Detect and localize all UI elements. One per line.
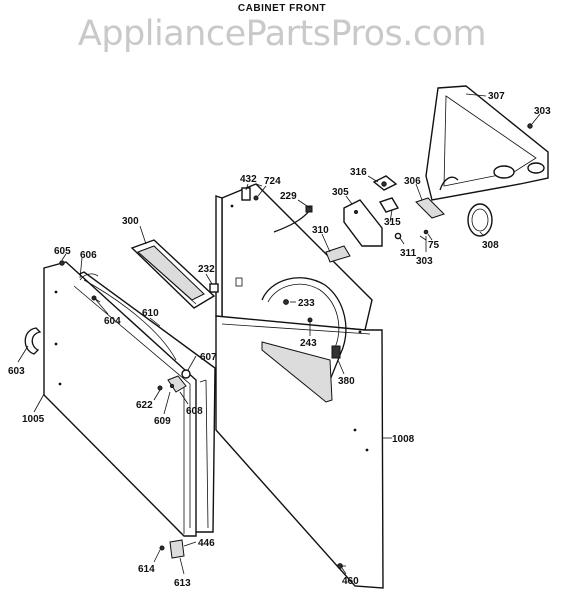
label-724: 724 — [264, 176, 281, 187]
label-446: 446 — [198, 538, 215, 549]
label-432: 432 — [240, 174, 257, 185]
lint-filter — [130, 239, 216, 309]
label-460: 460 — [342, 576, 359, 587]
label-75: 75 — [428, 240, 440, 251]
diagram-title: CABINET FRONT — [237, 3, 327, 14]
label-614: 614 — [138, 564, 155, 575]
label-316: 316 — [350, 167, 367, 178]
small-parts — [394, 229, 429, 241]
screw-605 — [59, 260, 65, 266]
part-232 — [209, 283, 219, 293]
door-handle — [24, 327, 42, 355]
label-606: 606 — [80, 250, 97, 261]
label-310: 310 — [312, 225, 329, 236]
label-380: 380 — [338, 376, 355, 387]
ring-seal — [467, 203, 493, 237]
label-229: 229 — [280, 191, 297, 202]
label-315: 315 — [384, 217, 401, 228]
hinge-assembly — [157, 375, 187, 393]
top-bracket — [241, 187, 259, 201]
label-233: 233 — [298, 298, 315, 309]
lower-hinge — [159, 539, 185, 559]
wire-harness — [273, 205, 313, 233]
door-switch-parts — [283, 299, 341, 359]
screw-460 — [337, 563, 346, 569]
watermark: AppliancePartsPros.com — [77, 14, 487, 54]
leader-lines — [17, 93, 541, 575]
duct-housing — [425, 85, 549, 201]
label-305: 305 — [332, 187, 349, 198]
switch-310 — [325, 245, 351, 263]
label-1008: 1008 — [392, 434, 415, 445]
door-assembly — [43, 261, 216, 537]
screw-303-top — [527, 123, 533, 129]
label-610: 610 — [142, 308, 159, 319]
bracket-305 — [343, 199, 383, 247]
label-232: 232 — [198, 264, 215, 275]
label-622: 622 — [136, 400, 153, 411]
label-607: 607 — [200, 352, 217, 363]
label-243: 243 — [300, 338, 317, 349]
label-1005: 1005 — [22, 414, 45, 425]
part-315 — [378, 197, 400, 213]
label-609: 609 — [154, 416, 171, 427]
bracket-306 — [415, 197, 445, 219]
label-613: 613 — [174, 578, 191, 589]
label-300: 300 — [122, 216, 139, 227]
label-311: 311 — [400, 248, 417, 259]
label-608: 608 — [186, 406, 203, 417]
label-603: 603 — [8, 366, 25, 377]
cabinet-front-panel — [215, 183, 384, 589]
label-303-bottom: 303 — [416, 256, 433, 267]
hinge-607 — [181, 369, 191, 379]
label-303-top: 303 — [534, 106, 551, 117]
label-605: 605 — [54, 246, 71, 257]
label-306: 306 — [404, 176, 421, 187]
door-gasket — [79, 273, 101, 303]
label-308: 308 — [482, 240, 499, 251]
label-604: 604 — [104, 316, 121, 327]
label-307: 307 — [488, 91, 505, 102]
thermostat-316 — [372, 175, 398, 191]
